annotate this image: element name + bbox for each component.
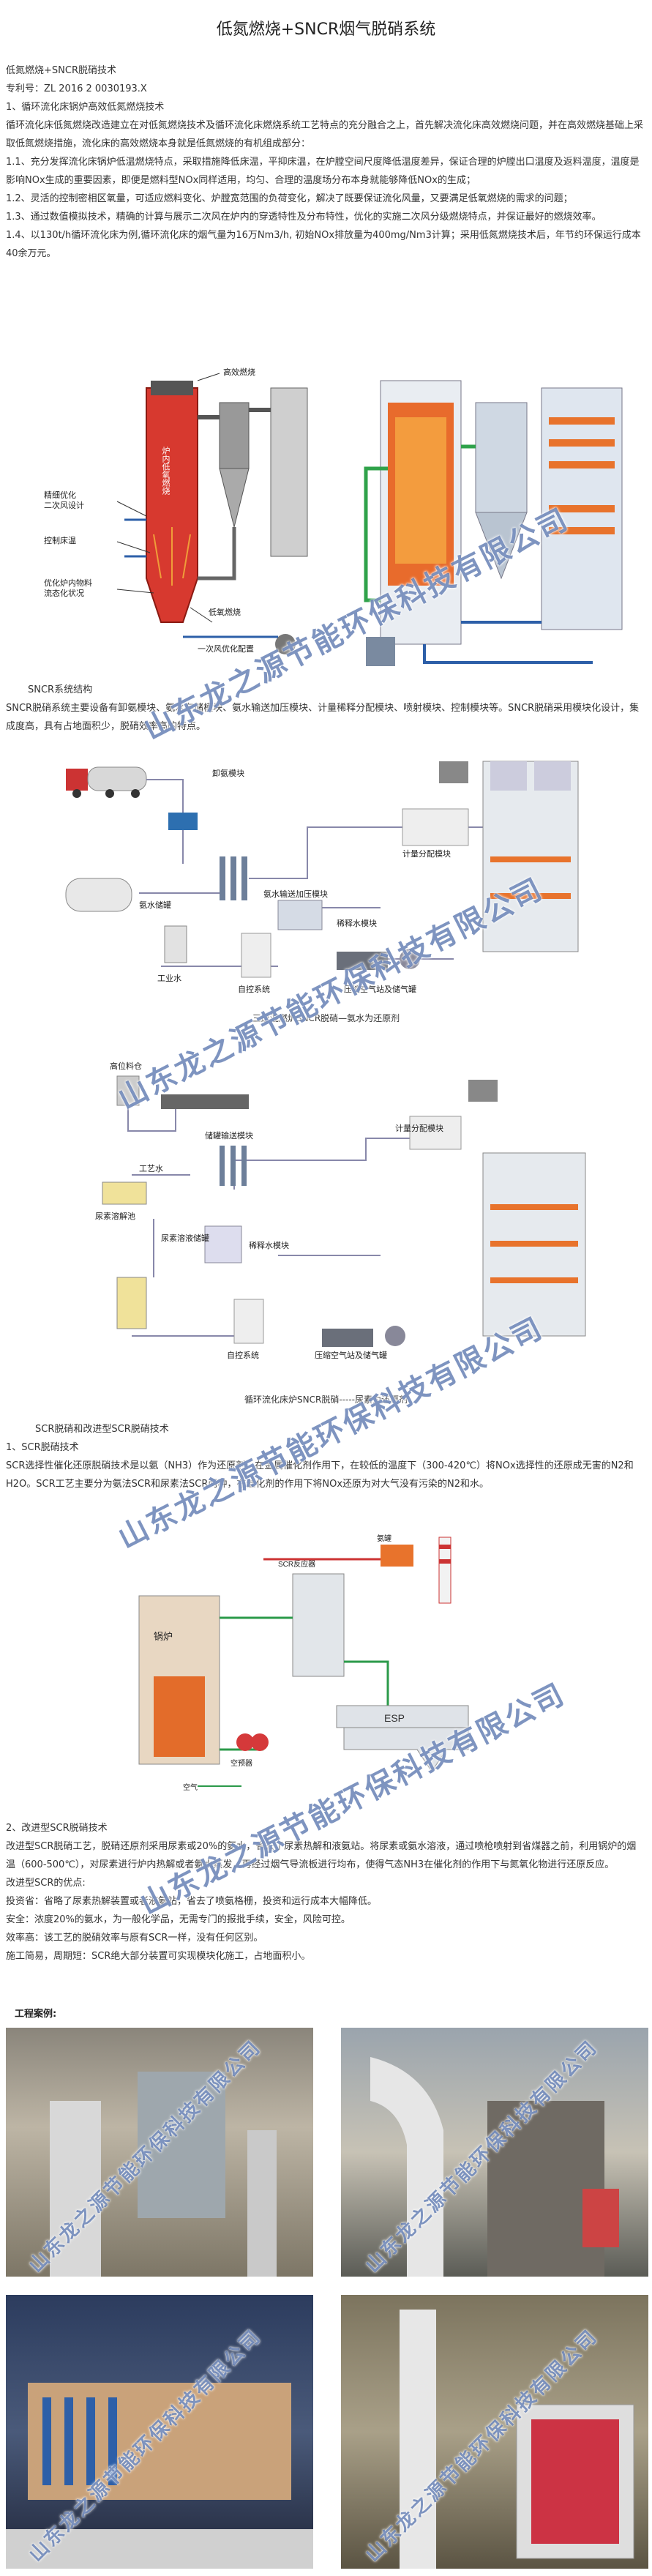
intro-item4: 1.4、以130t/h循环流化床为例,循环流化床的烟气量为16万Nm3/h, 初… <box>6 230 641 259</box>
improved-adv3: 效率高：该工艺的脱硝效率与原有SCR一样，没有任何区别。 <box>6 1933 263 1944</box>
label-preheater: 空预器 <box>231 1758 252 1768</box>
patent-number: 专利号：ZL 2016 2 0030193.X <box>6 83 147 94</box>
label-dilute: 稀释水模块 <box>337 919 377 928</box>
improved-adv1: 投资省：省略了尿素热解装置或者液氨站，省去了喷氨格栅，投资和运行成本大幅降低。 <box>6 1896 378 1907</box>
label-left3: 优化炉内物料 <box>44 578 92 588</box>
label-right1: 低氧燃烧 <box>209 607 241 617</box>
label-boiler: 锅炉 <box>154 1631 173 1642</box>
boiler-schematic: 高效燃烧 炉内低氧燃烧 精细优化 二次风设计 控制床温 优化炉内物料 流态化状况… <box>37 359 344 673</box>
scr-text1: SCR选择性催化还原脱硝技术是以氨（NH3）作为还原剂，在金属催化剂作用下，在较… <box>6 1460 634 1490</box>
label-feed: 高位料仓 <box>110 1061 142 1071</box>
intro-item2: 1.2、灵活的控制密相区氧量，可适应燃料变化、炉膛宽范围的负荷变化，解决了既要保… <box>6 193 573 204</box>
fig2-caption: 三废混燃炉SNCR脱硝—氨水为还原剂 <box>252 1013 400 1023</box>
case-photo-3 <box>6 2295 313 2569</box>
improved-adv4: 施工简易，周期短：SCR绝大部分装置可实现模块化施工，占地面积小。 <box>6 1951 311 1962</box>
intro-line1: 低氮燃烧+SNCR脱硝技术 <box>6 65 116 76</box>
improved-adv-title: 改进型SCR的优点: <box>6 1878 86 1889</box>
intro-para1: 循环流化床低氮燃烧改造建立在对低氮燃烧技术及循环流化床燃烧系统工艺特点的充分融合… <box>6 120 644 149</box>
label-compressed3: 压缩空气站及储气罐 <box>315 1350 387 1360</box>
label-mid: 炉内低氧燃烧 <box>161 447 171 495</box>
boiler-3d-illustration <box>359 359 644 673</box>
improved-text2: 改进型SCR脱硝工艺，脱硝还原剂采用尿素或20%的氨水，省去了尿素热解和液氨站。… <box>6 1841 637 1870</box>
label-dissolve: 尿素溶解池 <box>95 1211 135 1221</box>
improved-adv2: 安全：浓度20%的氨水，为一般化学品，无需专门的报批手续，安全，风险可控。 <box>6 1914 351 1925</box>
intro-line3: 1、循环流化床锅炉高效低氮燃烧技术 <box>6 102 165 113</box>
label-top: 高效燃烧 <box>223 367 255 377</box>
sncr-ammonia-diagram: 卸氨模块 氨水储罐 氨水输送加压模块 计量分配模块 稀释水模块 工业水 自控系统 <box>59 747 593 1003</box>
label-air: 空气 <box>183 1782 198 1792</box>
svg-text:二次风设计: 二次风设计 <box>44 500 84 510</box>
case-photo-2 <box>341 2028 648 2277</box>
label-unload: 卸氨模块 <box>212 768 244 778</box>
label-control3: 自控系统 <box>227 1350 259 1360</box>
label-left2: 控制床温 <box>44 535 76 545</box>
intro-item3: 1.3、通过数值模拟技术，精确的计算与展示二次风在炉内的穿透特性及分布特性，优化… <box>6 212 602 223</box>
cases-heading: 工程案例: <box>15 2009 57 2020</box>
intro-block: 低氮燃烧+SNCR脱硝技术 专利号：ZL 2016 2 0030193.X 1、… <box>6 61 645 263</box>
label-storage: 氨水储罐 <box>139 900 171 910</box>
fig3-caption: 循环流化床炉SNCR脱硝-----尿素为还原剂 <box>244 1395 408 1405</box>
intro-item1: 1.1、充分发挥流化床锅炉低温燃烧特点，采取措施降低床温，平抑床温，在炉膛空间尺… <box>6 157 640 186</box>
label-solution-tank: 尿素溶液储罐 <box>161 1233 209 1243</box>
label-pressurize: 氨水输送加压模块 <box>263 889 328 899</box>
label-meter3: 计量分配模块 <box>395 1124 443 1133</box>
improved-scr-section: 2、改进型SCR脱硝技术 改进型SCR脱硝工艺，脱硝还原剂采用尿素或20%的氨水… <box>6 1819 645 1965</box>
improved-sub2: 2、改进型SCR脱硝技术 <box>6 1823 108 1834</box>
sncr-text: SNCR脱硝系统主要设备有卸氨模块、氨水存储模块、氨水输送加压模块、计量稀释分配… <box>6 703 640 732</box>
label-bottom: 一次风优化配置 <box>198 643 254 654</box>
scr-section: SCR脱硝和改进型SCR脱硝技术 1、SCR脱硝技术 SCR选择性催化还原脱硝技… <box>6 1420 645 1493</box>
label-esp: ESP <box>384 1712 405 1724</box>
case-photo-4 <box>341 2295 648 2569</box>
sncr-heading: SNCR系统结构 <box>28 684 93 695</box>
label-compressed: 压缩空气站及储气罐 <box>344 984 416 994</box>
sncr-urea-diagram: 高位料仓 工艺水 尿素溶解池 储罐输送模块 尿素溶液储罐 稀释水模块 <box>88 1058 593 1380</box>
page-title: 低氮燃烧+SNCR烟气脱硝系统 <box>216 20 436 39</box>
label-scr: SCR反应器 <box>278 1559 315 1569</box>
label-control: 自控系统 <box>238 984 270 994</box>
label-dilute3: 稀释水模块 <box>249 1241 289 1250</box>
label-ammonia: 氨罐 <box>377 1534 391 1543</box>
scr-sub1: 1、SCR脱硝技术 <box>6 1442 79 1453</box>
label-industrial: 工业水 <box>157 974 181 983</box>
label-water: 工艺水 <box>139 1164 163 1173</box>
label-left1: 精细优化 <box>44 490 76 500</box>
label-meter: 计量分配模块 <box>402 849 451 859</box>
scr-heading: SCR脱硝和改进型SCR脱硝技术 <box>35 1424 169 1435</box>
case-photo-1 <box>6 2028 313 2277</box>
svg-text:流态化状况: 流态化状况 <box>44 588 84 598</box>
label-store-pump: 储罐输送模块 <box>205 1130 253 1140</box>
sncr-section: SNCR系统结构 SNCR脱硝系统主要设备有卸氨模块、氨水存储模块、氨水输送加压… <box>6 681 645 736</box>
scr-diagram: 锅炉 SCR反应器 氨罐 ESP 空预器 空气 <box>124 1530 534 1808</box>
